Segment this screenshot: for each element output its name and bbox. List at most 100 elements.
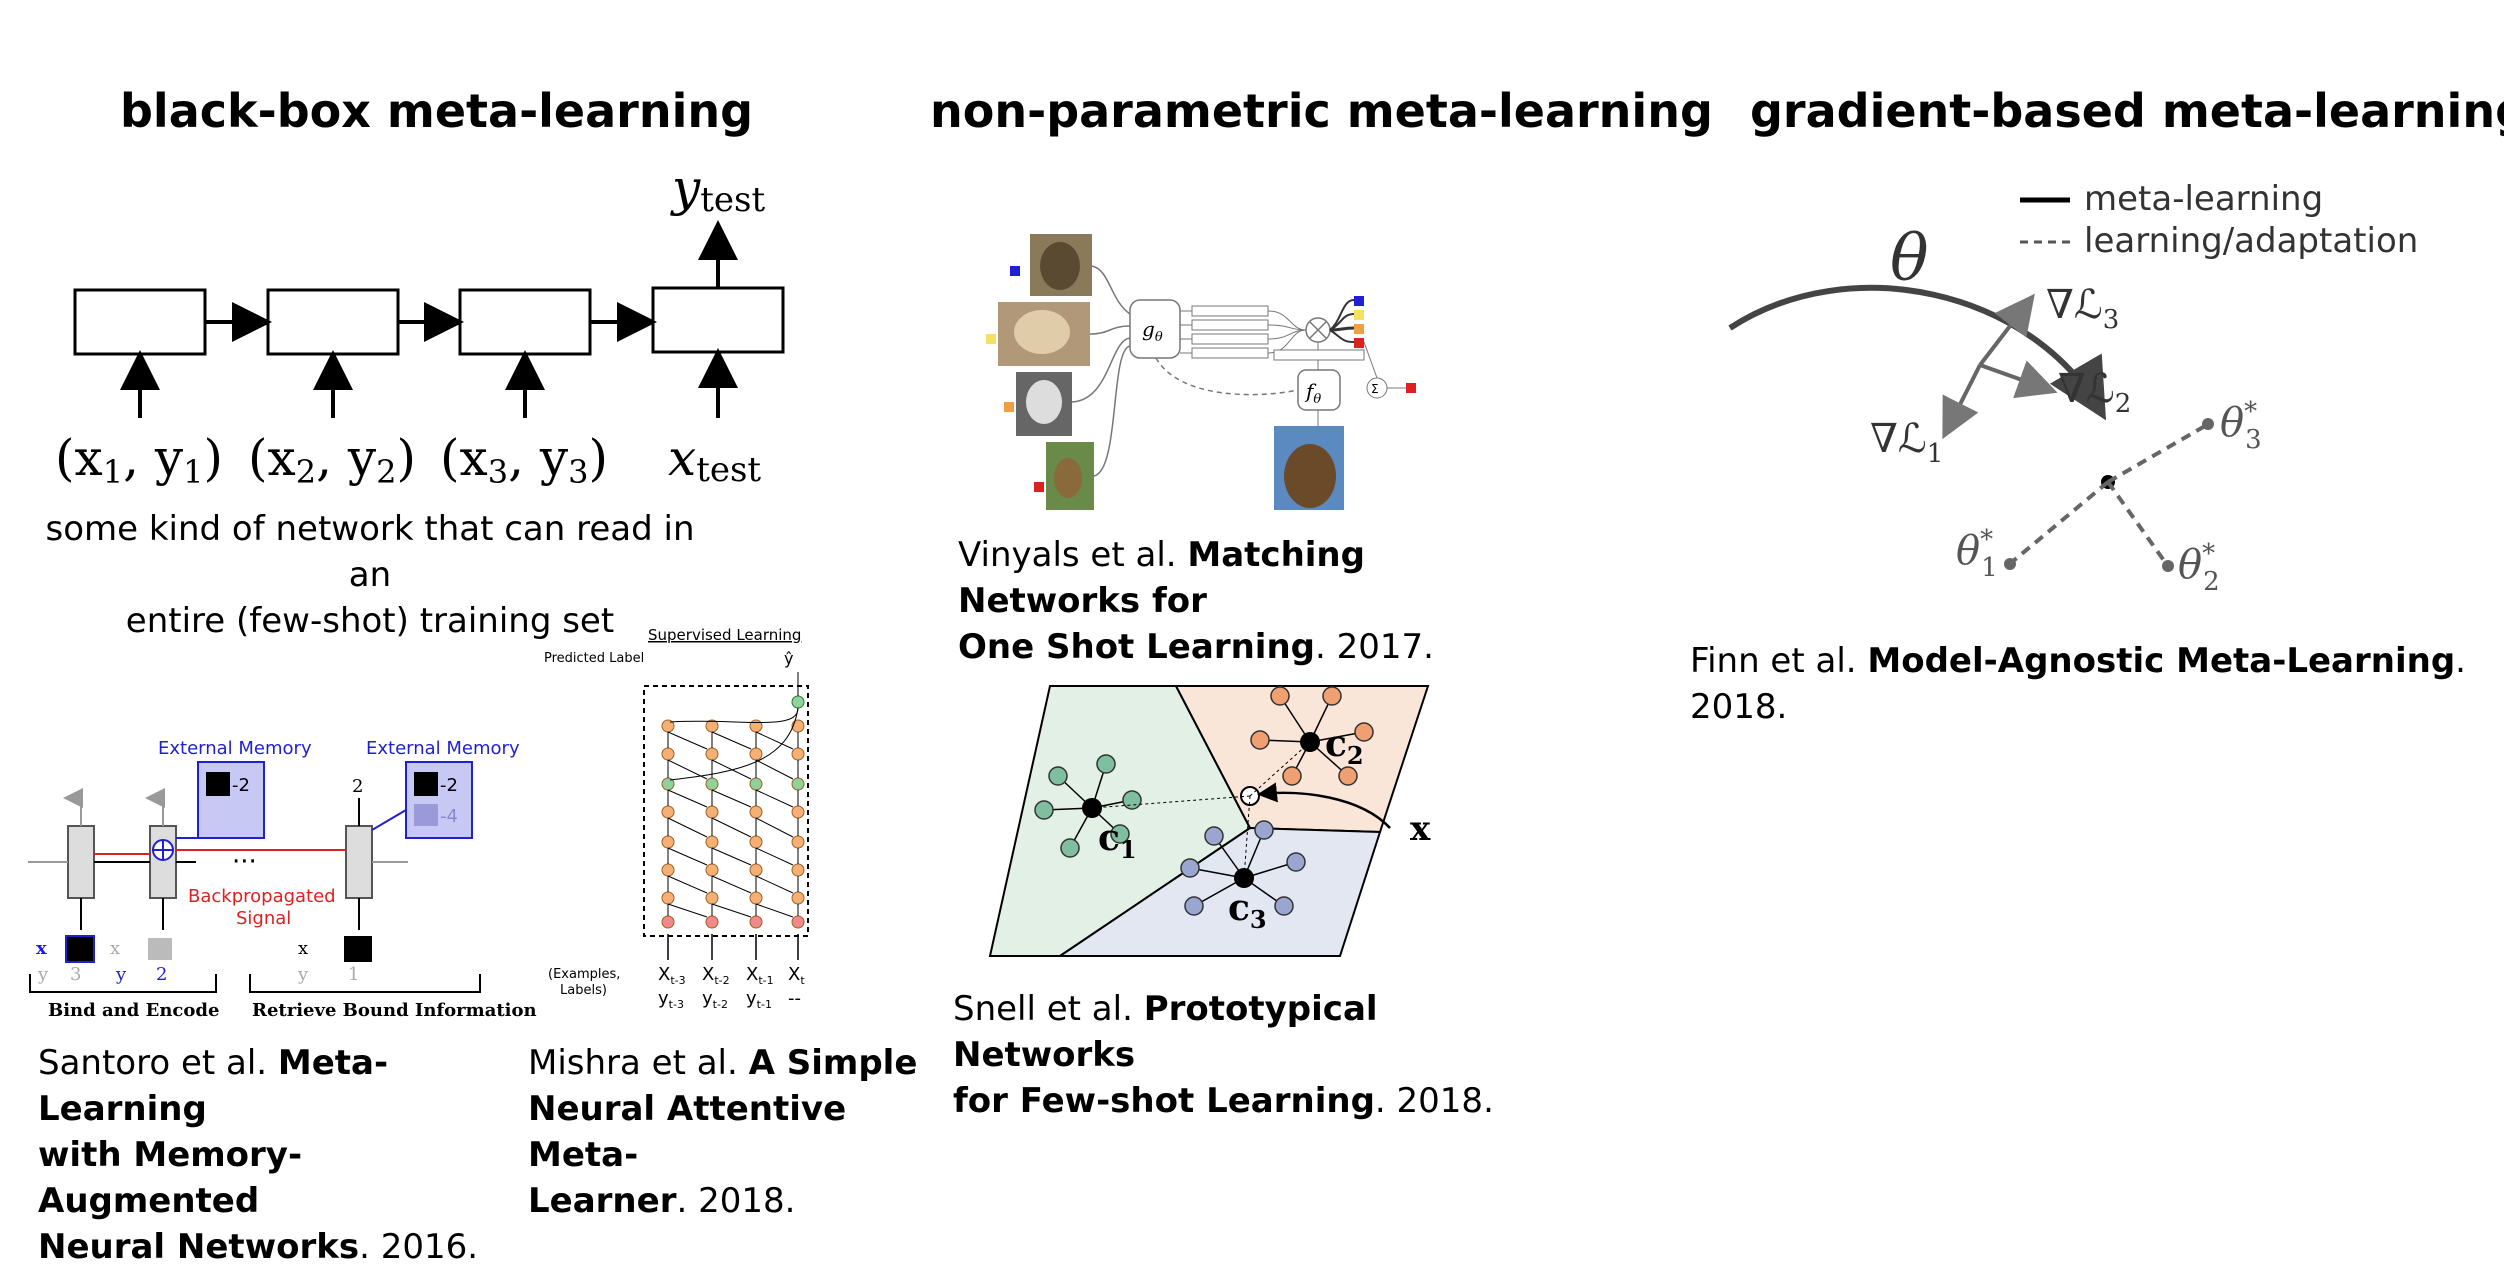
support-point (1354, 722, 1374, 742)
caption-vinyals: Vinyals et al. Matching Networks for One… (958, 535, 1434, 667)
snail-output-node (791, 695, 805, 709)
snail-box (643, 685, 809, 937)
snail-y-label: yt-2 (702, 988, 728, 1011)
input-label-1: (x1, y1) (55, 429, 223, 491)
bind-encode-label: Bind and Encode (48, 1000, 219, 1021)
snail-node (705, 777, 719, 791)
snail-edge (667, 875, 708, 894)
support-point (1184, 896, 1204, 916)
grad-l2-label: ∇ℒ2 (2058, 366, 2131, 419)
snail-x-label: Xt-2 (702, 964, 730, 987)
svg-text:x: x (110, 938, 120, 959)
x-test-label: xtest (668, 429, 761, 490)
query-label: x (1410, 809, 1431, 849)
prototypical-figure: x c1 c2 c3 (988, 685, 1431, 957)
supervised-label: Supervised Learning (648, 626, 801, 644)
predicted-label: Predicted Label (544, 651, 644, 666)
snail-edge (667, 903, 708, 918)
prototype-c1-label: c1 (1098, 817, 1137, 864)
gradient-title: gradient-based meta-learning (1750, 84, 2504, 138)
snail-y-label: yt-3 (658, 988, 684, 1011)
support-point (1122, 790, 1142, 810)
snail-node (749, 747, 763, 761)
snail-edge (667, 817, 708, 838)
support-point (1322, 686, 1342, 706)
prototype-c2-label: c2 (1325, 723, 1364, 770)
caption-finn: Finn et al. Model-Agnostic Meta-Learning… (1690, 641, 2466, 727)
g-theta-box (1129, 299, 1181, 359)
svg-text:x: x (36, 938, 47, 959)
snail-edge (711, 847, 752, 866)
snail-edge (711, 789, 752, 808)
svg-text:1: 1 (348, 964, 359, 985)
retrieve-label: Retrieve Bound Information (252, 1000, 537, 1021)
svg-text:y: y (37, 964, 49, 985)
snail-y-label: -- (788, 988, 801, 1009)
snail-node (749, 891, 763, 905)
support-point (1060, 838, 1080, 858)
y-test-label: ytest (670, 159, 765, 220)
snail-edge (755, 731, 794, 750)
support-point (1274, 896, 1294, 916)
snail-edge (711, 875, 752, 894)
snail-node (791, 863, 805, 877)
external-memory-label-1: External Memory (158, 738, 312, 759)
rnn-cell-3 (458, 288, 592, 356)
support-point (1270, 686, 1290, 706)
sum-symbol: Σ (1371, 382, 1379, 396)
svg-text:3: 3 (70, 964, 81, 985)
rnn-cell-2 (266, 288, 400, 356)
snail-node (791, 805, 805, 819)
snail-node (661, 915, 675, 929)
snail-node (791, 777, 805, 791)
caption-snell: Snell et al. Prototypical Networks for F… (953, 989, 1494, 1121)
support-point (1096, 754, 1116, 774)
snail-edge (711, 731, 752, 750)
snail-x-label: Xt (788, 964, 805, 987)
svg-text:2: 2 (352, 776, 363, 797)
snail-edge (755, 847, 794, 866)
caption-santoro: Santoro et al. Meta-Learning with Memory… (38, 1043, 479, 1267)
blackbox-title: black-box meta-learning (120, 84, 754, 138)
snail-node (791, 891, 805, 905)
snail-edge (755, 789, 794, 808)
snail-edge (711, 759, 752, 780)
support-point (1282, 766, 1302, 786)
backprop-label-2: Signal (236, 908, 291, 929)
input-label-2: (x2, y2) (248, 429, 416, 491)
snail-node (661, 891, 675, 905)
svg-text:y: y (297, 964, 309, 985)
blackbox-description-line2: entire (few-shot) training set (125, 601, 615, 641)
snail-edge (711, 903, 752, 918)
prototype-point (1234, 868, 1254, 888)
snail-node (791, 747, 805, 761)
snail-node (661, 835, 675, 849)
snail-edge (755, 903, 794, 918)
snail-edge (755, 875, 794, 894)
snail-node (661, 805, 675, 819)
snail-node (749, 915, 763, 929)
snail-attn-edge (669, 707, 799, 723)
theta-star-3-label: θ*3 (2220, 397, 2262, 455)
snail-node (749, 835, 763, 849)
snail-node (705, 915, 719, 929)
blackbox-description-line1: some kind of network that can read in an (45, 509, 695, 595)
mann-cell-1 (67, 825, 95, 899)
snail-node (661, 863, 675, 877)
snail-node (749, 777, 763, 791)
grad-l1-label: ∇ℒ1 (1870, 416, 1943, 469)
snail-node (791, 835, 805, 849)
svg-text:-2: -2 (232, 775, 250, 796)
snail-x-label: Xt-1 (746, 964, 774, 987)
snail-node (749, 719, 763, 733)
support-point (1286, 852, 1306, 872)
mann-dots: ··· (232, 847, 257, 877)
prototype-c3-label: c3 (1228, 887, 1267, 934)
snail-node (705, 835, 719, 849)
snail-edge (755, 817, 794, 838)
nonparam-title: non-parametric meta-learning (930, 84, 1713, 138)
support-point (1254, 820, 1274, 840)
mann-cell-2 (149, 825, 177, 899)
svg-text:-4: -4 (440, 806, 458, 827)
snail-x-label: Xt-3 (658, 964, 686, 987)
